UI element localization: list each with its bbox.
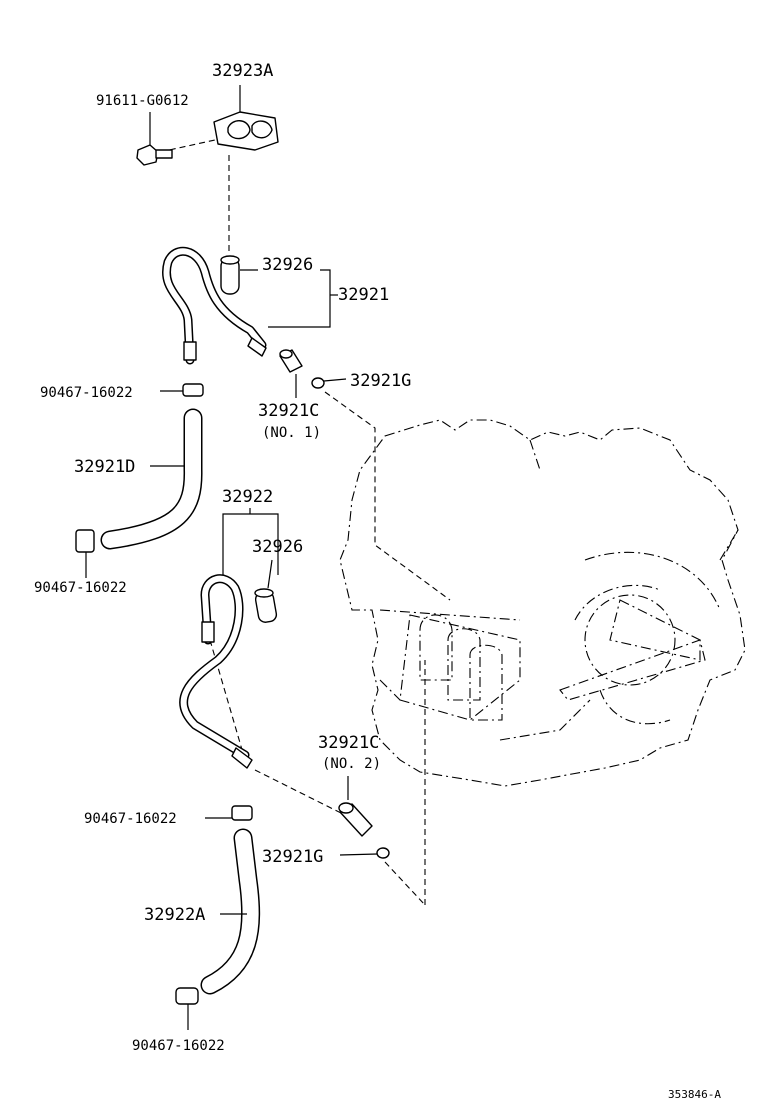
label-no1: (NO. 1) (262, 425, 321, 441)
hose-32922a[interactable] (200, 828, 261, 995)
label-32921d: 32921D (74, 457, 135, 477)
label-90467-a: 90467-16022 (40, 385, 133, 401)
label-32922a: 32922A (144, 905, 205, 925)
union-32921c-no2[interactable] (338, 776, 373, 837)
label-no2: (NO. 2) (322, 756, 381, 772)
cooler-pipe-32922[interactable] (179, 574, 253, 769)
label-32921c-no1: 32921C (258, 401, 319, 421)
label-32921g-top: 32921G (350, 371, 411, 391)
label-90467-c: 90467-16022 (84, 811, 177, 827)
label-32926-mid: 32926 (252, 537, 303, 557)
label-32923a: 32923A (212, 61, 273, 81)
bolt-91611-g0612[interactable] (136, 112, 173, 166)
label-91611-g0612: 91611-G0612 (96, 93, 189, 109)
hose-32921d[interactable] (100, 408, 203, 550)
gasket-32921g-bottom[interactable] (339, 847, 390, 859)
transmission-housing (339, 419, 746, 787)
assy-32921-bracket (268, 269, 338, 328)
bracket-32923a[interactable] (213, 85, 279, 151)
clip-90467-b[interactable] (75, 529, 95, 578)
label-32921c-no2: 32921C (318, 733, 379, 753)
gasket-32921g-top[interactable] (311, 377, 347, 389)
cooler-pipe-32921[interactable] (162, 246, 267, 365)
clip-90467-c[interactable] (205, 805, 253, 821)
union-32921c-no1[interactable] (279, 349, 303, 398)
grommet-32926-mid[interactable] (254, 559, 278, 623)
label-32926-top: 32926 (262, 255, 313, 275)
label-32922: 32922 (222, 487, 273, 507)
clip-90467-d[interactable] (175, 987, 199, 1030)
label-32921: 32921 (338, 285, 389, 305)
label-32921g-bottom: 32921G (262, 847, 323, 867)
labels: 32923A 91611-G0612 32926 32921 90467-160… (34, 61, 721, 1101)
clip-90467-a[interactable] (160, 383, 204, 397)
label-90467-b: 90467-16022 (34, 580, 127, 596)
reference-code: 353846-A (668, 1088, 721, 1101)
assy-32922-bracket (222, 508, 279, 575)
grommet-32926-top[interactable] (220, 255, 258, 295)
label-90467-d: 90467-16022 (132, 1038, 225, 1054)
